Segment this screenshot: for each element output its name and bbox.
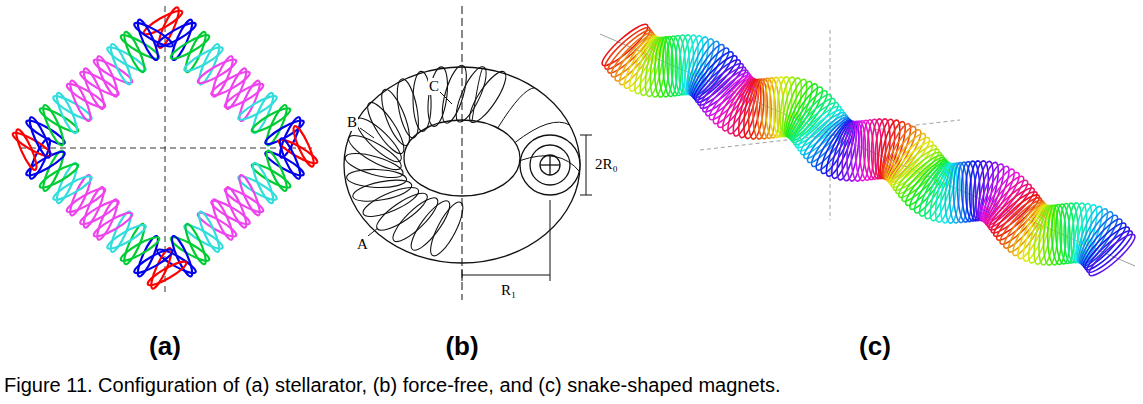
coil-loop bbox=[132, 19, 175, 50]
coil-loop bbox=[13, 128, 40, 172]
winding bbox=[405, 196, 455, 255]
winding bbox=[388, 192, 444, 247]
winding bbox=[376, 86, 415, 148]
figure-caption: Figure 11. Configuration of (a) stellara… bbox=[4, 374, 781, 396]
stellarator-coils bbox=[3, 0, 328, 298]
winding bbox=[372, 187, 432, 236]
winding bbox=[346, 168, 407, 188]
coil-loop bbox=[182, 222, 209, 266]
coil-loop bbox=[263, 149, 290, 193]
dimension-label: R₁ bbox=[500, 282, 517, 299]
winding bbox=[351, 176, 413, 205]
meridian-line bbox=[520, 156, 580, 172]
coil-loop bbox=[94, 54, 121, 98]
coil-loop bbox=[209, 197, 236, 241]
coil-loop bbox=[40, 103, 67, 147]
coil-loop bbox=[121, 30, 148, 74]
snake-shaped-coils bbox=[598, 20, 1139, 280]
dimension-label: 2R₀ bbox=[594, 156, 619, 173]
coil-loop bbox=[67, 79, 94, 123]
meridian-line bbox=[472, 68, 482, 120]
winding bbox=[343, 149, 406, 183]
panel-label: (a) bbox=[149, 332, 181, 361]
coil-loop bbox=[169, 234, 196, 278]
part-letter: B bbox=[346, 114, 358, 131]
coil-loop bbox=[236, 173, 263, 217]
coil bbox=[124, 10, 177, 64]
coil-loop bbox=[223, 185, 250, 229]
winding bbox=[437, 63, 471, 126]
winding bbox=[362, 98, 410, 158]
panel-label: (b) bbox=[445, 332, 478, 361]
snake-coil bbox=[1085, 230, 1139, 280]
winding bbox=[393, 77, 422, 139]
part-letter: C bbox=[428, 78, 440, 95]
meridian-line bbox=[515, 122, 570, 142]
winding bbox=[360, 182, 422, 222]
winding bbox=[425, 66, 451, 128]
meridian-line bbox=[498, 88, 535, 128]
coil bbox=[261, 108, 314, 162]
coil-loop bbox=[107, 42, 134, 86]
coil bbox=[16, 134, 69, 188]
part-letter: A bbox=[356, 236, 369, 253]
force-free-torus bbox=[343, 6, 592, 300]
coil-loop bbox=[80, 67, 107, 111]
coil-loop bbox=[196, 210, 223, 254]
panel-label: (c) bbox=[859, 332, 891, 361]
coil-loop bbox=[290, 124, 317, 168]
coil-loop bbox=[250, 161, 277, 205]
coil-loop bbox=[134, 18, 161, 62]
coil-loop bbox=[26, 115, 53, 159]
winding bbox=[425, 198, 469, 259]
winding bbox=[451, 63, 492, 125]
coil-loop bbox=[277, 136, 304, 180]
coil-loop bbox=[53, 91, 80, 135]
